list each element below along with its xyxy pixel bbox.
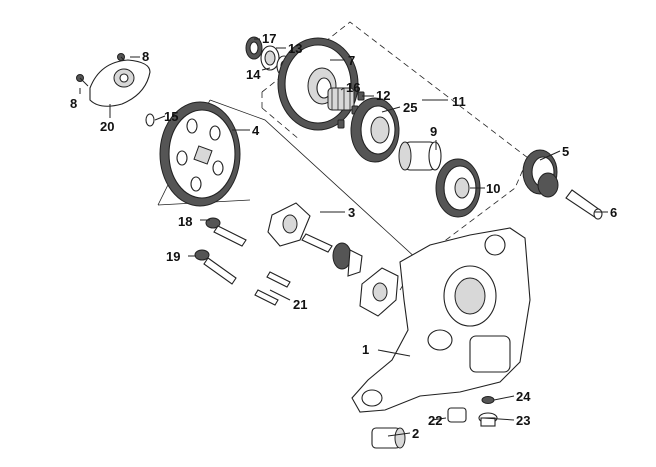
group-outline-11 — [261, 21, 529, 256]
bolt-8-left — [76, 74, 89, 87]
callout-25: 25 — [403, 100, 417, 115]
cover-20 — [89, 59, 151, 107]
callout-24: 24 — [516, 389, 531, 404]
idle-gear-5 — [522, 149, 559, 198]
needle-bearing-16 — [327, 87, 355, 111]
starter-gear-4 — [159, 101, 241, 207]
callout-1: 1 — [362, 342, 369, 357]
bolt-19 — [194, 249, 237, 285]
callout-18: 18 — [178, 214, 192, 229]
callout-14: 14 — [246, 67, 261, 82]
callout-22: 22 — [428, 413, 442, 428]
callout-4: 4 — [252, 123, 260, 138]
leader-lines — [79, 38, 608, 437]
callout-11: 11 — [452, 94, 466, 109]
bearing-13 — [260, 45, 280, 71]
callout-7: 7 — [348, 53, 355, 68]
callout-19: 19 — [166, 249, 180, 264]
shaft-6 — [565, 189, 603, 220]
callout-8-top: 8 — [142, 49, 149, 64]
callout-labels: 1 2 3 4 5 6 7 8 8 9 10 11 12 13 14 15 16… — [70, 31, 617, 441]
bushing-2 — [371, 427, 406, 449]
callout-3: 3 — [348, 205, 355, 220]
bracket-3d — [359, 267, 399, 317]
callout-15: 15 — [164, 109, 178, 124]
starter-clutch-25 — [350, 97, 400, 163]
washer-24 — [481, 396, 495, 404]
callout-13: 13 — [288, 41, 302, 56]
callout-21: 21 — [293, 297, 307, 312]
callout-20: 20 — [100, 119, 114, 134]
callout-6: 6 — [610, 205, 617, 220]
washer-17 — [245, 36, 263, 60]
callout-12: 12 — [376, 88, 390, 103]
gear-10 — [435, 158, 481, 218]
callout-8-left: 8 — [70, 96, 77, 111]
cam-3c — [332, 242, 363, 277]
bushing-9 — [398, 141, 442, 171]
crankcase-1 — [351, 227, 531, 413]
callout-23: 23 — [516, 413, 530, 428]
bracket-3a — [267, 202, 311, 247]
callout-5: 5 — [562, 144, 569, 159]
callout-9: 9 — [430, 124, 437, 139]
pin-15 — [145, 113, 155, 127]
drain-plug-23 — [478, 412, 498, 427]
callout-10: 10 — [486, 181, 500, 196]
callout-2: 2 — [412, 426, 419, 441]
callout-17: 17 — [262, 31, 276, 46]
callout-16: 16 — [346, 80, 360, 95]
bolt-18 — [205, 217, 247, 247]
bolts-21 — [254, 271, 291, 306]
shaft-3b — [301, 233, 333, 253]
bushing-22 — [447, 407, 467, 423]
